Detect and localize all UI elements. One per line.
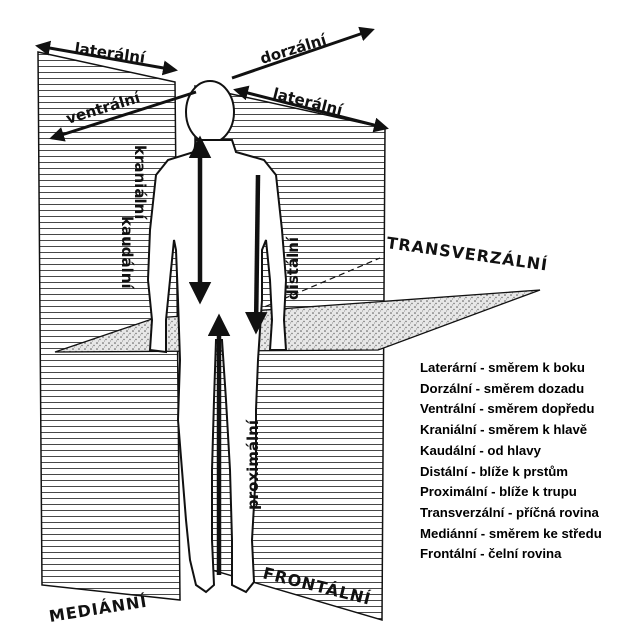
- dorsal-label: dorzální: [258, 30, 329, 67]
- legend-item: Mediánní - směrem ke středu: [420, 524, 640, 545]
- legend-item: Dorzální - směrem dozadu: [420, 379, 640, 400]
- legend-item: Kraniální - směrem k hlavě: [420, 420, 640, 441]
- legend-item: Kaudální - od hlavy: [420, 441, 640, 462]
- distal-label: distální: [284, 236, 302, 300]
- caudal-label: kaudální: [118, 216, 136, 289]
- proximal-label: proximální: [244, 419, 262, 510]
- legend: Laterární - směrem k boku Dorzální - smě…: [420, 358, 640, 565]
- legend-item: Proximální - blíže k trupu: [420, 482, 640, 503]
- transverse-plane-label: TRANSVERZÁLNÍ: [385, 233, 549, 274]
- legend-item: Laterární - směrem k boku: [420, 358, 640, 379]
- legend-item: Frontální - čelní rovina: [420, 544, 640, 565]
- cranial-label: kraniální: [131, 145, 149, 220]
- median-plane-label: MEDIÁNNÍ: [48, 592, 149, 626]
- legend-item: Distální - blíže k prstům: [420, 462, 640, 483]
- distal-arrow: [256, 175, 258, 330]
- legend-item: Ventrální - směrem dopředu: [420, 399, 640, 420]
- legend-item: Transverzální - příčná rovina: [420, 503, 640, 524]
